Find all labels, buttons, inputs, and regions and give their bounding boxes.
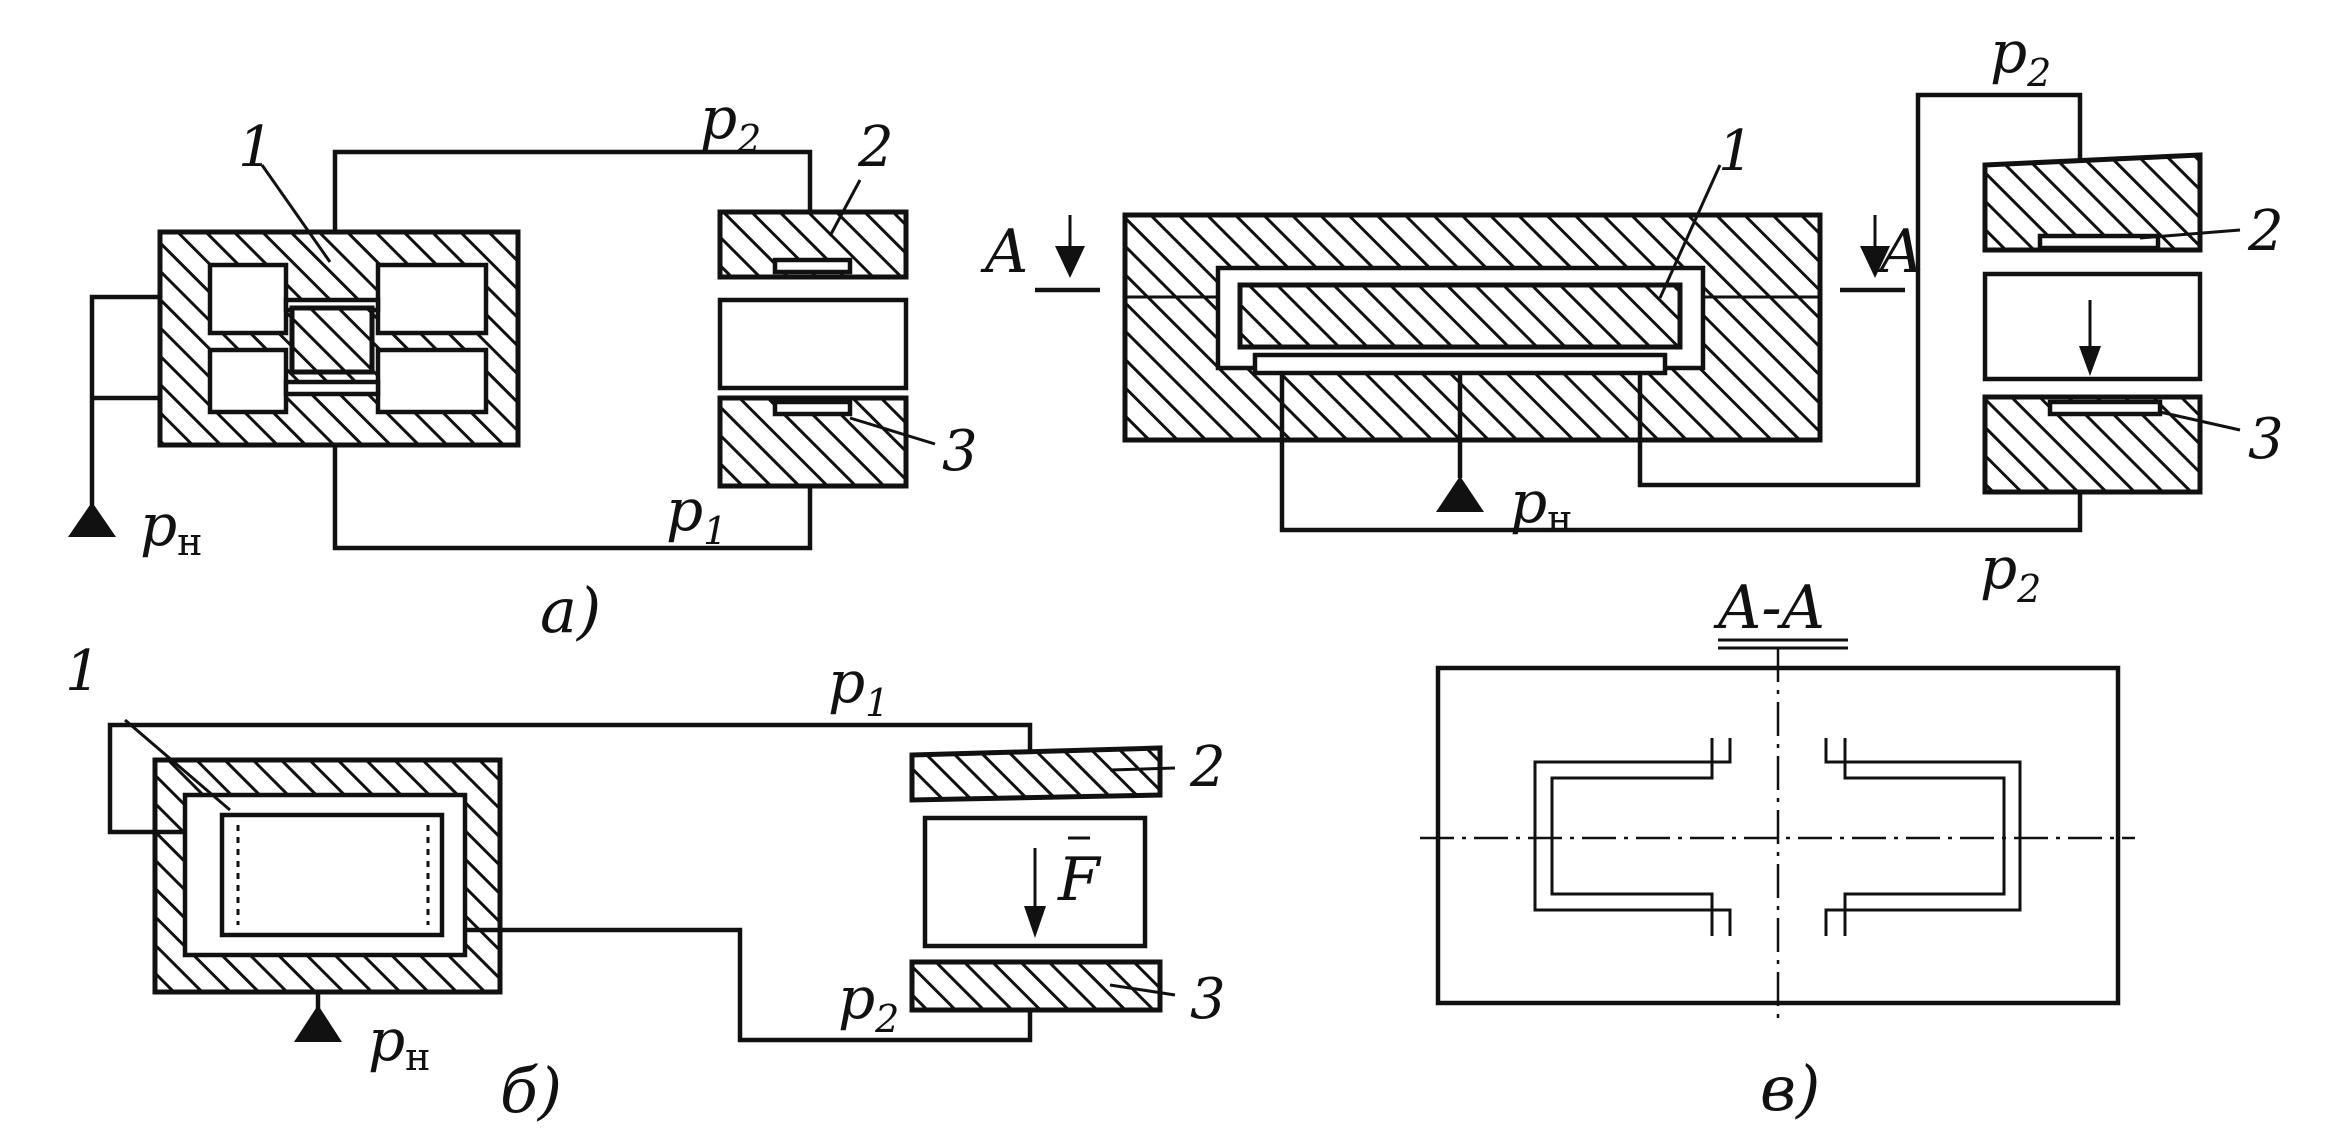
scheme-v-section-groove [1824, 738, 2022, 936]
scheme-a-leader-1 [260, 164, 332, 263]
scheme-a-gap [283, 379, 381, 397]
scheme-v-leader-1 [1658, 164, 1722, 299]
scheme-b-line-p2 [465, 927, 1033, 1043]
scheme-b-label-p1: p1 [828, 648, 889, 725]
scheme-a-pump-symbol [68, 502, 116, 537]
scheme-a-chamber [207, 262, 289, 336]
scheme-b-line-p1 [107, 722, 1033, 835]
scheme-b-upper-pad [909, 745, 1163, 803]
scheme-v-pocket [2047, 399, 2163, 417]
scheme-v-line-p2-top [1637, 92, 2083, 488]
scheme-v-label-p2-top: p2 [1990, 18, 2051, 95]
scheme-v-section-groove [1550, 738, 1714, 936]
scheme-v: 1 2 3 A A p2 p2 pн A-A в) [980, 18, 2284, 1125]
scheme-b-label-1: 1 [65, 639, 101, 704]
scheme-v-section-groove [1843, 738, 2006, 936]
scheme-a-chamber [207, 347, 289, 415]
scheme-b-leader-3 [1109, 983, 1176, 997]
scheme-b-leader-2 [1109, 766, 1176, 772]
scheme-v-section-arrow-left [1055, 246, 1085, 278]
scheme-v-upper-pad [1982, 152, 2203, 253]
scheme-v-section-title: A-A [1713, 573, 1825, 643]
scheme-v-pump-symbol [1436, 476, 1484, 512]
scheme-v-leader-3 [2159, 410, 2241, 432]
scheme-v-label-p2-bottom: p2 [1980, 534, 2041, 611]
scheme-v-lower-pad [1982, 394, 2203, 495]
scheme-a-label-2: 2 [857, 115, 894, 180]
scheme-a-spool [289, 305, 375, 375]
scheme-b-label-p2: p2 [838, 964, 899, 1041]
scheme-v-section-groove [1533, 738, 1732, 936]
scheme-b-label-F: F [1057, 845, 1102, 915]
scheme-a-label-3: 3 [942, 419, 978, 484]
scheme-a-pocket [772, 399, 853, 417]
scheme-a-line-p1 [332, 440, 813, 551]
scheme-a-chamber [375, 347, 489, 415]
scheme-a-pocket [772, 257, 853, 275]
scheme-a: 1 2 3 p2 p1 pн a) [68, 84, 978, 647]
scheme-v-load-arrowhead [2079, 346, 2101, 376]
scheme-b-leader-1 [124, 718, 231, 812]
scheme-v-label-3: 3 [2248, 407, 2284, 472]
scheme-a-supply-line [89, 294, 160, 505]
scheme-a-label-p2: p2 [700, 84, 761, 161]
scheme-b-pump-symbol [294, 1005, 342, 1042]
scheme-v-spool [1237, 282, 1683, 350]
scheme-a-caption: a) [540, 574, 601, 647]
scheme-a-leader-2 [828, 179, 862, 237]
scheme-b-label-2: 2 [1189, 735, 1226, 800]
scheme-b-lower-pad [909, 959, 1163, 1013]
scheme-a-label-pn: pн [140, 491, 202, 564]
scheme-v-label-2: 2 [2247, 199, 2284, 264]
scheme-b-label-pn: pн [368, 1006, 430, 1079]
scheme-v-leader-2 [2139, 228, 2241, 240]
scheme-a-line-p2 [332, 149, 813, 240]
scheme-v-pocket [2037, 233, 2161, 251]
scheme-b: 1 2 3 p1 p2 pн F б) [65, 639, 1226, 1127]
scheme-a-label-1: 1 [238, 115, 274, 180]
scheme-a-label-p1: p1 [666, 476, 727, 553]
scheme-v-gap [1252, 352, 1668, 376]
scheme-b-caption: б) [500, 1054, 562, 1127]
scheme-v-section-arrow-right [1860, 246, 1890, 278]
scheme-b-force-arrowhead [1024, 906, 1046, 938]
scheme-a-chamber [375, 262, 489, 336]
scheme-v-label-A-left: A [980, 217, 1028, 287]
scheme-v-caption: в) [1760, 1052, 1820, 1125]
scheme-v-label-1: 1 [1718, 119, 1754, 184]
scheme-v-label-A-right: A [1875, 217, 1923, 287]
scheme-a-leader-3 [849, 416, 936, 446]
scheme-a-shaft [717, 297, 909, 391]
scheme-v-label-pn: pн [1510, 468, 1572, 541]
scheme-b-label-3: 3 [1190, 967, 1226, 1032]
scheme-b-piston [219, 812, 445, 938]
